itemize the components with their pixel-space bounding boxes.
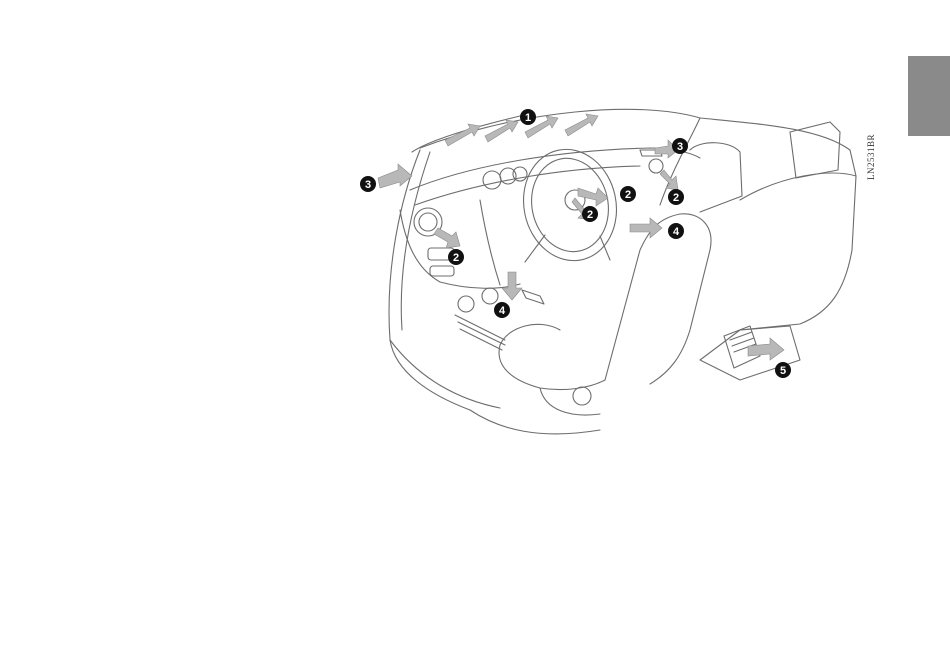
callout-3-right: 3 — [672, 138, 688, 154]
callout-2-center-right: 2 — [620, 186, 636, 202]
airflow-arrow — [660, 170, 678, 190]
svg-text:2: 2 — [453, 252, 459, 264]
svg-text:4: 4 — [673, 226, 680, 238]
svg-text:5: 5 — [780, 365, 786, 377]
svg-text:4: 4 — [499, 305, 506, 317]
svg-text:1: 1 — [525, 112, 531, 124]
airflow-arrow — [748, 338, 784, 360]
airflow-arrow — [434, 228, 460, 248]
airflow-arrow — [502, 272, 522, 300]
callout-2-left-vent: 2 — [448, 249, 464, 265]
callout-2-center: 2 — [582, 206, 598, 222]
svg-text:3: 3 — [677, 141, 683, 153]
car-outline — [389, 109, 856, 434]
airflow-arrow — [630, 218, 662, 238]
airflow-arrow — [565, 114, 598, 136]
svg-text:2: 2 — [587, 209, 593, 221]
callout-4-side: 4 — [668, 223, 684, 239]
airflow-arrow — [378, 164, 412, 188]
callouts: 1 2 2 2 2 3 3 4 4 5 — [360, 109, 791, 378]
callout-3-left: 3 — [360, 176, 376, 192]
airflow-arrow — [578, 188, 608, 206]
svg-text:3: 3 — [365, 179, 371, 191]
callout-5: 5 — [775, 362, 791, 378]
svg-text:2: 2 — [625, 189, 631, 201]
callout-2-right-vent: 2 — [668, 189, 684, 205]
airflow-arrows — [378, 114, 784, 360]
callout-4-floor: 4 — [494, 302, 510, 318]
callout-1: 1 — [520, 109, 536, 125]
svg-text:2: 2 — [673, 192, 679, 204]
